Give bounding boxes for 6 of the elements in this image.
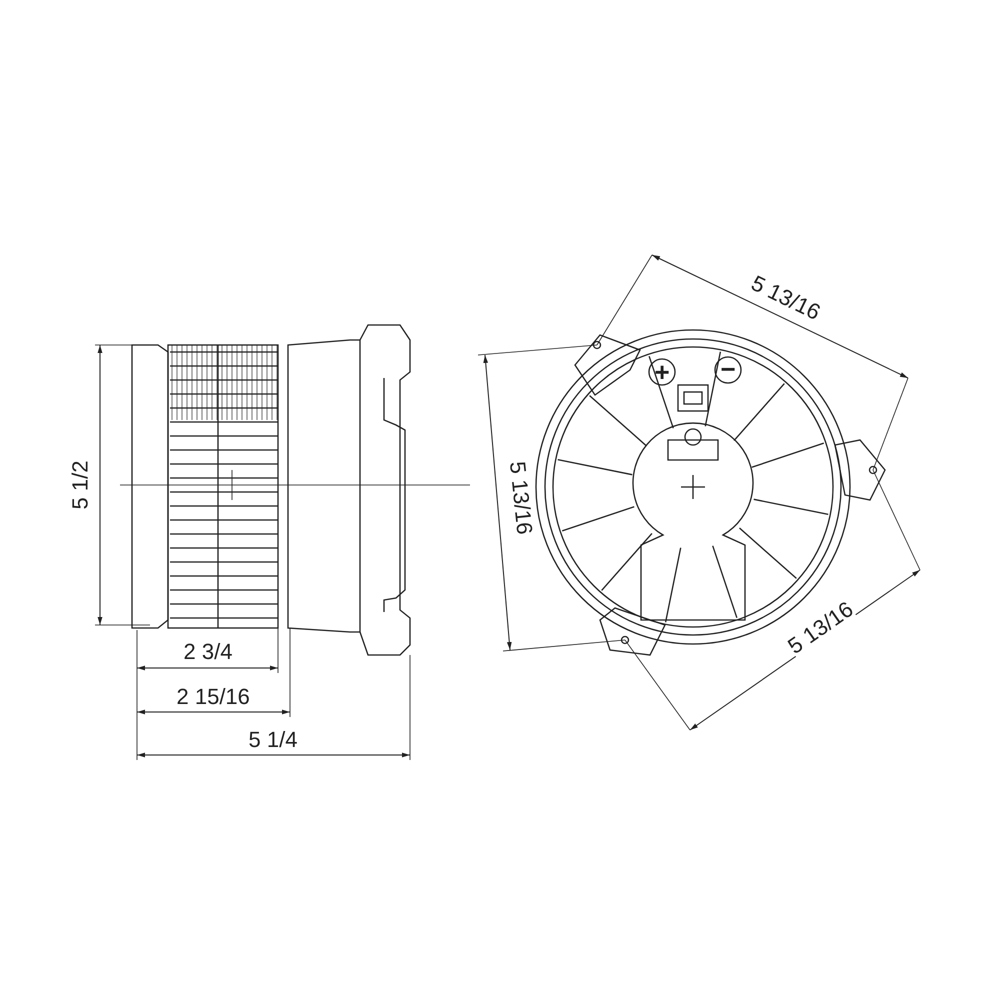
polarity-mark: − <box>720 356 736 382</box>
dimension-text: 2 3/4 <box>184 641 232 663</box>
dimension-text: 5 1/4 <box>248 729 298 751</box>
polarity-mark: + <box>654 359 670 385</box>
dimension-text: 2 15/16 <box>176 686 250 708</box>
dimension-text: 5 1/2 <box>68 460 91 510</box>
